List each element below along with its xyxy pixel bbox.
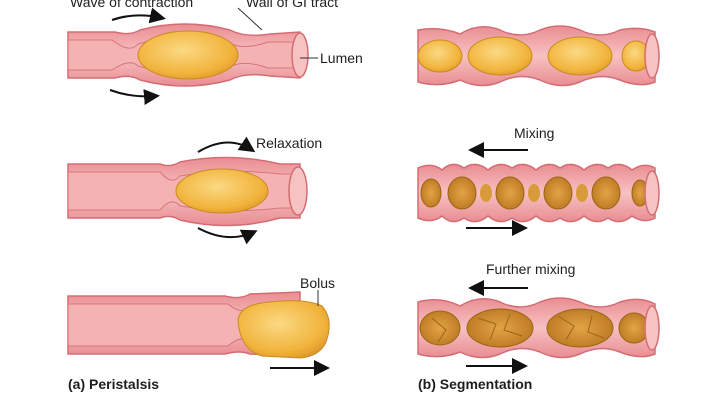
bolus-2: [175, 168, 269, 214]
segmentation-tube-3: [417, 297, 660, 359]
segmentation-caption: (b) Segmentation: [418, 376, 533, 392]
bolus-1: [137, 30, 239, 80]
wave-of-contraction-label: Wave of contraction: [70, 0, 194, 10]
lumen-label: Lumen: [320, 50, 363, 66]
wall-of-gi-tract-label: Wall of GI tract: [246, 0, 339, 10]
bolus-label: Bolus: [300, 275, 336, 291]
pointer-wall: [237, 7, 263, 31]
segmentation-tube-2: [417, 163, 660, 223]
arrow-relaxation-bottom: [197, 227, 258, 245]
arrow-relaxation-top: [197, 136, 256, 153]
relaxation-label: Relaxation: [256, 135, 323, 151]
segmentation-tube-1: [417, 25, 660, 87]
mixing-label: Mixing: [514, 125, 555, 141]
peristalsis-tube-2: [67, 156, 308, 227]
arrow-wave-top: [111, 7, 166, 24]
bolus-3: [237, 300, 330, 359]
arrow-wave-bottom: [109, 89, 160, 105]
peristalsis-caption: (a) Peristalsis: [68, 376, 160, 392]
peristalsis-tube-1: [67, 23, 309, 87]
peristalsis-tube-3: [67, 291, 330, 359]
further-mixing-label: Further mixing: [486, 261, 576, 277]
